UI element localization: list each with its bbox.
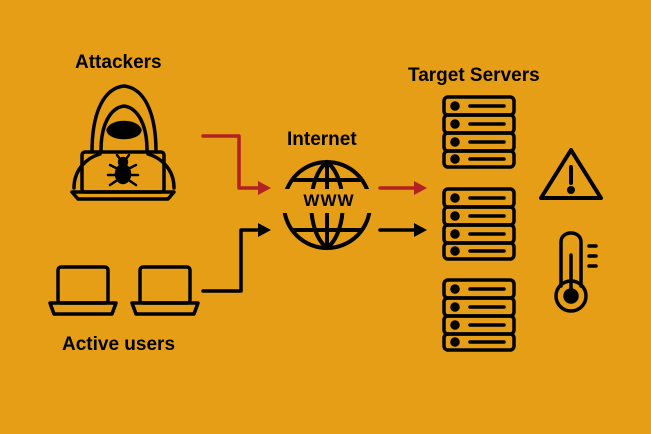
normal-arrow-to-servers: [378, 223, 427, 237]
user-arrow-to-internet: [201, 223, 271, 293]
laptop-icon: [130, 265, 200, 316]
attacker-laptop-icon: [70, 150, 176, 201]
internet-label: Internet: [287, 129, 357, 150]
globe-www-text: WWW: [303, 191, 355, 210]
server-icon: [442, 95, 516, 169]
laptop-icon: [48, 265, 118, 316]
thermometer-icon: [554, 231, 598, 313]
attack-arrow-to-internet: [201, 134, 271, 195]
attack-arrow-to-servers: [378, 181, 427, 195]
warning-icon: [539, 148, 603, 200]
globe-icon: [282, 160, 372, 250]
active-users-label: Active users: [62, 334, 176, 355]
server-icon: [442, 187, 516, 261]
attackers-label: Attackers: [75, 52, 162, 73]
target-servers-label: Target Servers: [408, 65, 540, 86]
server-icon: [442, 278, 516, 352]
bug-icon: [106, 153, 140, 187]
